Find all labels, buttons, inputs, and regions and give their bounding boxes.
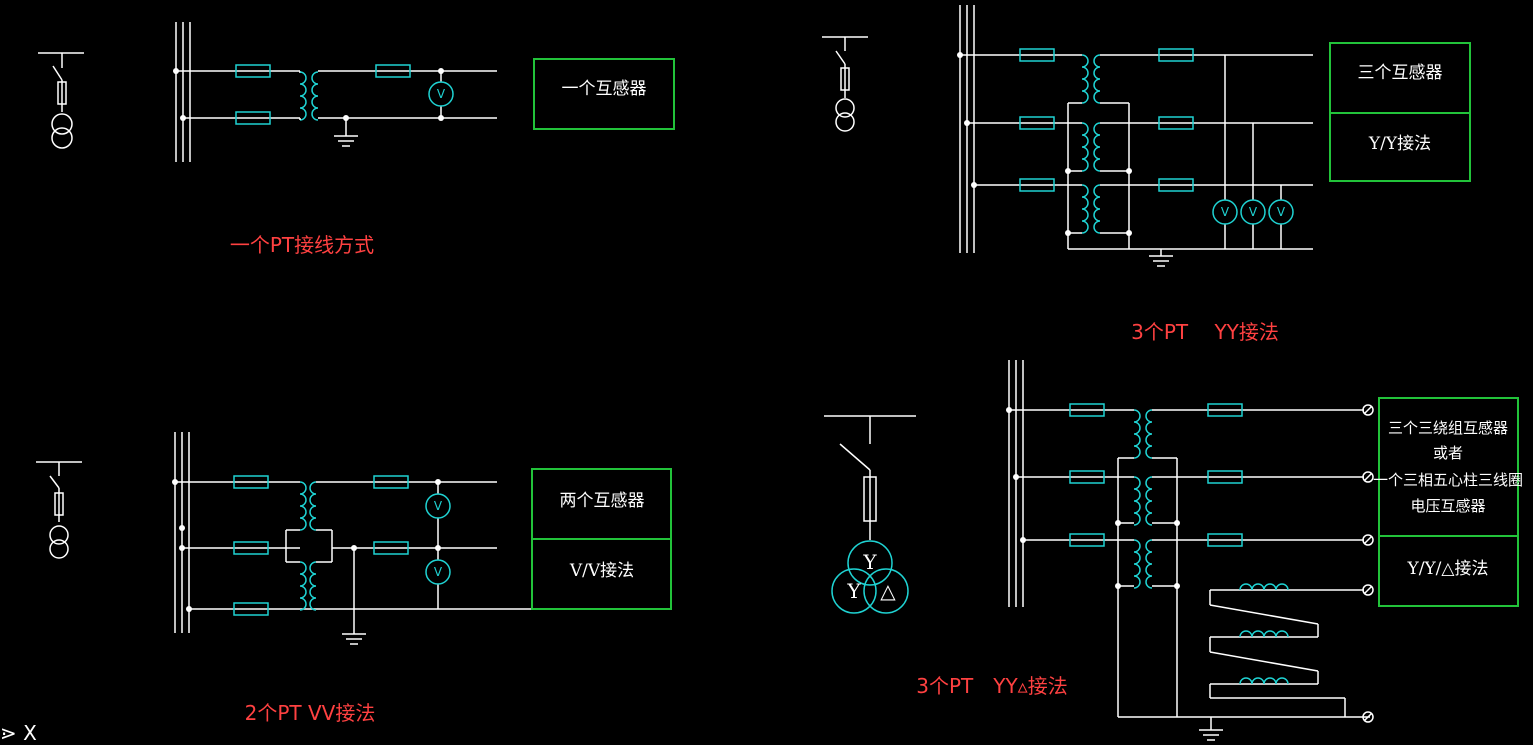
caption-yy-delta: 3个PT YY▵接法	[916, 674, 1067, 698]
voltmeter-icon	[425, 559, 451, 585]
caption-yy: 3个PT YY接法	[1131, 320, 1279, 344]
pt-symbol-4: Y Y △	[824, 415, 916, 614]
voltmeter-icon	[1212, 199, 1238, 225]
diagram-yy: V V V 三个互感器 Y/Y接法 3个PT YY接法	[822, 5, 1471, 344]
box-label-yy-1: 三个互感器	[1358, 63, 1443, 83]
diagram-single-pt: V 一个互感器 一个PT接线方式	[38, 22, 675, 257]
pt-symbol-2	[36, 461, 82, 559]
voltmeter-icon	[1268, 199, 1294, 225]
terminal-icons	[1362, 404, 1374, 723]
box-line-4: 电压互感器	[1410, 497, 1485, 515]
box-label-yy-delta-2: Y/Y/△接法	[1407, 559, 1489, 579]
voltmeter-label: V	[434, 565, 443, 579]
box-label-vv-2: V/V接法	[569, 561, 634, 581]
ucs-icon: ⋗ X	[0, 721, 37, 745]
box-line-2: 或者	[1433, 444, 1463, 462]
box-label-yy-2: Y/Y接法	[1368, 134, 1431, 154]
box-line-3: 一个三相五心柱三线圈	[1373, 471, 1523, 489]
diagram-vv: V V 两个互感器 V/V接法 2个PT VV接法	[36, 432, 672, 725]
voltmeter-label: V	[1277, 205, 1286, 219]
caption-single-pt: 一个PT接线方式	[230, 233, 374, 257]
pt-symbol-3	[822, 36, 868, 132]
caption-vv: 2个PT VV接法	[245, 701, 376, 725]
box-yy-delta	[1378, 397, 1519, 607]
voltmeter-icon	[428, 81, 454, 107]
voltmeter-label: V	[434, 499, 443, 513]
box-line-1: 三个三绕组互感器	[1388, 419, 1508, 437]
box-single-pt	[533, 58, 675, 130]
voltmeter-icon	[425, 493, 451, 519]
winding-label: Y	[862, 550, 877, 574]
voltmeter-icon	[1240, 199, 1266, 225]
pt-symbol-1	[38, 52, 84, 149]
voltmeter-label: V	[437, 87, 446, 101]
winding-label: △	[880, 579, 896, 603]
voltmeter-label: V	[1221, 205, 1230, 219]
box-label-single-pt: 一个互感器	[562, 79, 647, 99]
diagram-yy-delta: Y Y △	[824, 360, 1523, 741]
winding-label: Y	[846, 579, 861, 603]
voltmeter-label: V	[1249, 205, 1258, 219]
box-label-vv-1: 两个互感器	[560, 491, 645, 511]
